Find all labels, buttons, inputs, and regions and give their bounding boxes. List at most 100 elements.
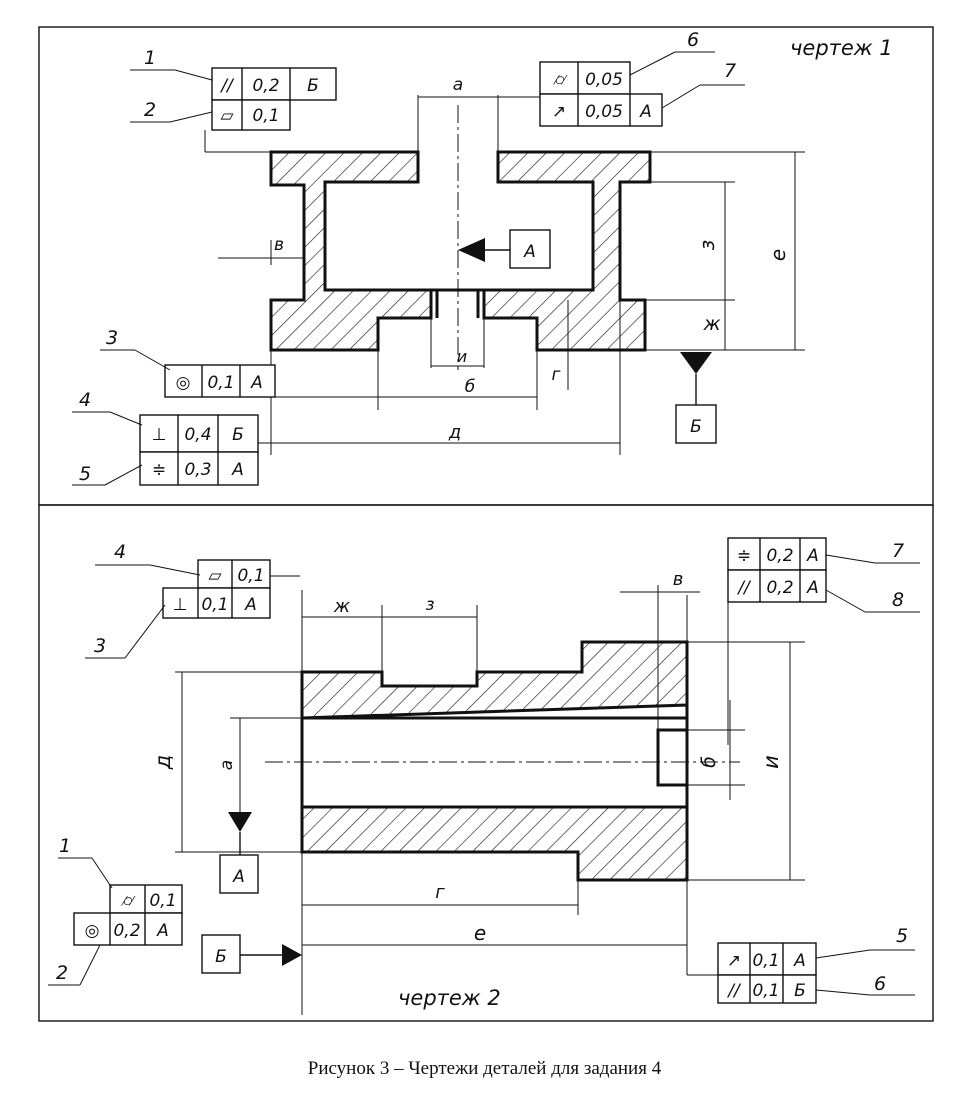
drawing1-dim-b: б <box>377 350 538 410</box>
drawing1-dim-d: д <box>270 300 621 455</box>
drawing1-part <box>269 150 805 352</box>
svg-text:0,2: 0,2 <box>113 921 140 941</box>
drawing1-title: чертеж 1 <box>790 36 893 60</box>
drawing1-frame-5: ≑ 0,3 А <box>139 451 259 486</box>
svg-text:и: и <box>759 755 783 769</box>
drawing2-dim-e: е <box>302 921 687 946</box>
svg-text://: // <box>219 76 235 96</box>
svg-text:А: А <box>250 373 263 393</box>
svg-text:≑: ≑ <box>152 460 166 480</box>
drawing2-dim-d: д <box>151 671 302 853</box>
drawing2-dim-i: и <box>687 641 805 881</box>
svg-text:А: А <box>639 102 652 122</box>
svg-text:ж: ж <box>702 313 720 335</box>
drawing2-frame-6: // 0,1 Б <box>717 974 817 1004</box>
svg-text:1: 1 <box>144 47 156 69</box>
svg-text:г: г <box>552 365 561 385</box>
drawing2-frame-7: ≑ 0,2 А <box>727 537 827 571</box>
svg-text:д: д <box>448 422 461 443</box>
drawing2-callouts: 1 2 3 4 5 6 7 8 <box>48 540 920 996</box>
svg-text:◎: ◎ <box>176 373 191 393</box>
svg-text:0,4: 0,4 <box>184 425 211 445</box>
svg-text:4: 4 <box>114 541 126 563</box>
svg-text:0,1: 0,1 <box>207 373 234 393</box>
svg-text:е: е <box>474 921 486 945</box>
svg-text:0,2: 0,2 <box>766 578 793 598</box>
drawing1-dim-g: г <box>552 300 569 390</box>
drawing1-frame-3: ◎ 0,1 А <box>164 364 276 398</box>
svg-text:ж: ж <box>333 596 351 617</box>
svg-text:▱: ▱ <box>220 106 234 126</box>
drawing1-frame-4: ⊥ 0,4 Б <box>139 414 259 453</box>
svg-text:в: в <box>274 235 284 255</box>
svg-text:з: з <box>695 240 719 251</box>
drawing2-frame-5: ↗ 0,1 А <box>717 942 817 976</box>
svg-text:А: А <box>806 578 819 598</box>
drawing1-frame-7: ↗ 0,05 А <box>539 93 663 127</box>
svg-text:6: 6 <box>874 973 886 995</box>
svg-text:⊥: ⊥ <box>152 425 167 445</box>
svg-text:а: а <box>453 75 463 95</box>
svg-text:0,05: 0,05 <box>585 70 623 90</box>
drawing2-frame <box>38 504 934 1022</box>
svg-text:5: 5 <box>79 463 91 485</box>
drawing1-datum-b <box>675 404 717 444</box>
svg-text:Б: Б <box>232 425 244 445</box>
drawing2-frame-1: ⌭ 0,1 <box>109 884 183 914</box>
svg-text:⌭: ⌭ <box>121 891 136 911</box>
svg-text:0,1: 0,1 <box>252 106 279 126</box>
svg-text:⊥: ⊥ <box>173 595 188 615</box>
svg-text:≑: ≑ <box>737 546 751 566</box>
svg-text:0,1: 0,1 <box>752 981 779 1001</box>
drawing2-frame-4: ▱ 0,1 <box>197 559 300 589</box>
svg-text:0,3: 0,3 <box>184 460 211 480</box>
svg-text:6: 6 <box>687 29 699 51</box>
drawing2-dim-g: г <box>302 852 579 915</box>
svg-text:0,2: 0,2 <box>766 546 793 566</box>
drawing2-frame-3: ⊥ 0,1 А <box>162 587 271 619</box>
drawing1-datum-a <box>509 229 551 269</box>
svg-text:0,2: 0,2 <box>252 76 279 96</box>
svg-text:А: А <box>806 546 819 566</box>
svg-text:Б: Б <box>307 76 319 96</box>
svg-text:А: А <box>244 595 257 615</box>
svg-text:◎: ◎ <box>85 921 100 941</box>
svg-text:7: 7 <box>724 60 736 82</box>
svg-text:3: 3 <box>94 635 106 657</box>
svg-text:⌭: ⌭ <box>553 70 568 90</box>
svg-text:б: б <box>465 377 475 397</box>
svg-text:А: А <box>156 921 169 941</box>
svg-text:е: е <box>766 249 790 261</box>
svg-text:3: 3 <box>106 327 118 349</box>
drawing2-frame-8: // 0,2 А <box>727 569 827 603</box>
drawing2-dim-a: а <box>217 717 302 770</box>
svg-text:з: з <box>425 595 434 615</box>
svg-text://: // <box>726 981 742 1001</box>
figure-caption: Рисунок 3 – Чертежи деталей для задания … <box>307 1058 662 1079</box>
drawing1-dim-zh: ж <box>702 300 726 350</box>
drawing1-frame-6: ⌭ 0,05 <box>539 61 631 95</box>
drawing1-dim-a: а <box>417 75 540 152</box>
svg-text:▱: ▱ <box>208 566 222 586</box>
drawing2-datum-a-triangle <box>228 812 252 832</box>
svg-text:2: 2 <box>144 99 156 121</box>
svg-text:Б: Б <box>690 417 702 437</box>
svg-text:0,1: 0,1 <box>752 951 779 971</box>
svg-text:б: б <box>698 756 720 768</box>
svg-text:1: 1 <box>59 835 71 857</box>
svg-text:↗: ↗ <box>552 102 566 122</box>
drawing1-dim-v: в <box>218 235 304 265</box>
drawing1-dim-i: и <box>430 318 485 368</box>
svg-text:8: 8 <box>892 589 904 611</box>
svg-text:0,1: 0,1 <box>201 595 228 615</box>
svg-text:г: г <box>435 882 445 903</box>
drawing2-datum-b-triangle <box>282 944 302 966</box>
svg-text:А: А <box>523 242 536 262</box>
drawing1-datum-b-triangle <box>680 352 712 374</box>
svg-text:0,1: 0,1 <box>237 566 264 586</box>
drawing2-dim-zh: ж <box>302 596 383 686</box>
drawing2-datum-b <box>201 934 241 974</box>
drawing1-dim-e: е <box>766 152 796 350</box>
svg-text://: // <box>736 578 752 598</box>
